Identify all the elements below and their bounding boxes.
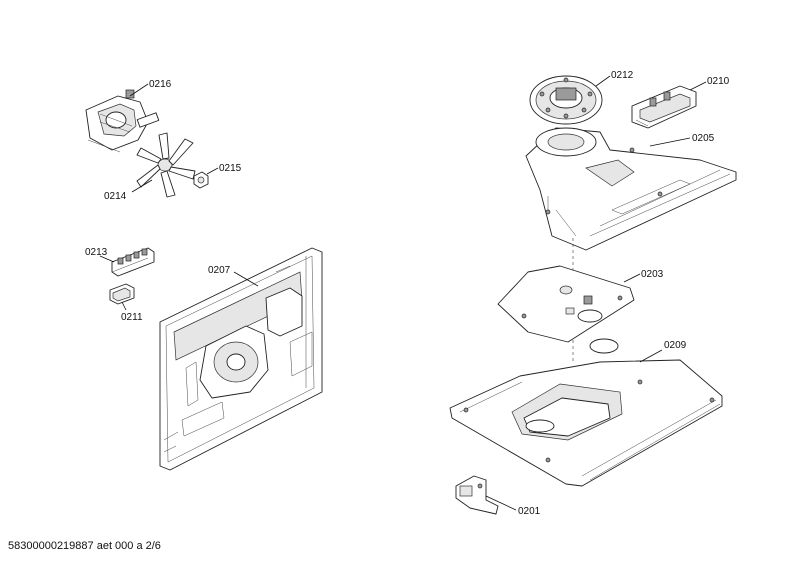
part-fan-ring: [529, 75, 603, 125]
callout-0203: 0203: [641, 269, 664, 280]
part-base-plate: [449, 338, 723, 487]
part-duct-cover: [525, 127, 737, 251]
callout-0216: 0216: [149, 79, 172, 90]
callout-0212: 0212: [611, 70, 634, 81]
callout-0201: 0201: [518, 506, 541, 517]
part-insulation-plate: [497, 265, 635, 343]
part-fan-motor: [85, 89, 160, 153]
part-nut: [193, 171, 209, 189]
callout-0210: 0210: [707, 76, 730, 87]
part-rear-wall: [159, 247, 323, 471]
document-id: 58300000219887 aet 000 a 2/6: [8, 540, 161, 552]
part-bracket: [455, 475, 499, 515]
callout-0205: 0205: [692, 133, 715, 144]
part-switch-block: [631, 85, 697, 129]
part-connector: [109, 283, 135, 305]
callout-0215: 0215: [219, 163, 242, 174]
callout-0211: 0211: [121, 312, 143, 323]
part-terminal-block: [111, 247, 155, 277]
callout-0213: 0213: [85, 247, 108, 258]
callout-0209: 0209: [664, 340, 687, 351]
part-fan-impeller: [136, 132, 196, 198]
callout-0207: 0207: [208, 265, 231, 276]
callout-0214: 0214: [104, 191, 127, 202]
